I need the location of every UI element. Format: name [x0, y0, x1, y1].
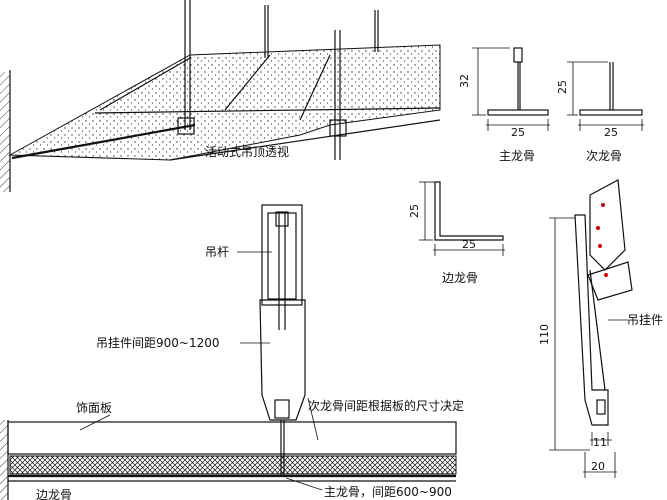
- panel-slab: [7, 421, 457, 455]
- label-perspective: 活动式吊顶透视: [205, 144, 289, 159]
- hanger-clip: [261, 204, 303, 306]
- label-hanger-part: 吊挂件: [627, 313, 663, 327]
- label-secondary-keel: 次龙骨: [586, 149, 622, 163]
- label-hanger-spacing: 吊挂件间距900~1200: [96, 336, 220, 350]
- dim-sec-w: 25: [604, 126, 618, 139]
- label-panel: 饰面板: [76, 401, 112, 415]
- dim-edge-h: 25: [408, 204, 421, 218]
- wall-hatch: [0, 72, 10, 192]
- dim-sec-h: 25: [556, 80, 569, 94]
- dim-hanger-h: 110: [538, 324, 551, 345]
- label-edge-keel-bottom: 边龙骨: [36, 488, 72, 500]
- dim-main-w: 25: [511, 126, 525, 139]
- label-hanger-rod: 吊杆: [205, 245, 229, 259]
- secondary-keel-section: 25 25 次龙骨: [556, 61, 644, 163]
- section-view: 吊杆 吊挂件间距900~1200 饰面板 次龙骨间距根据板的尺寸决定 主龙骨，间…: [0, 204, 464, 500]
- dim-main-h: 32: [458, 74, 471, 88]
- dim-hanger-w1: 11: [593, 436, 607, 449]
- label-edge-keel: 边龙骨: [442, 271, 478, 285]
- hanger-part: 110 11 20 吊挂件: [538, 179, 663, 478]
- main-keel-section: 32 25 主龙骨: [458, 47, 550, 163]
- panel-layer: [9, 455, 457, 475]
- label-sec-spacing: 次龙骨间距根据板的尺寸决定: [308, 398, 464, 413]
- edge-keel-section: 25 25 边龙骨: [408, 181, 505, 285]
- ceiling-surface: [8, 44, 441, 161]
- label-main-spacing: 主龙骨，间距600~900: [324, 485, 452, 499]
- dim-hanger-w2: 20: [591, 460, 605, 473]
- perspective-view: 活动式吊顶透视: [0, 0, 441, 192]
- label-main-keel: 主龙骨: [499, 149, 535, 163]
- dim-edge-w: 25: [462, 238, 476, 251]
